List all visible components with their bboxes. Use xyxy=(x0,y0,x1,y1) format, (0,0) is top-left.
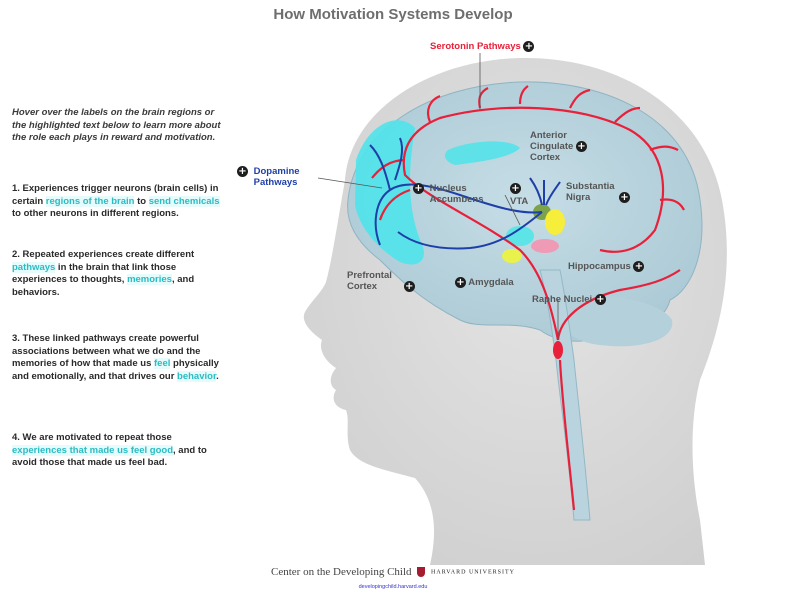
raphe-region xyxy=(553,341,563,359)
label-substantia-nigra[interactable]: Substantia Nigra + xyxy=(566,181,630,203)
footer-harvard-name: HARVARD UNIVERSITY xyxy=(431,569,515,575)
harvard-crest-icon xyxy=(417,567,425,577)
link-experiences-that-made-us-feel-good[interactable]: experiences that made us feel good xyxy=(12,445,173,456)
link-behavior[interactable]: behavior xyxy=(177,371,216,382)
substantia-region xyxy=(545,209,565,235)
label-hippocampus-text: Hippocampus xyxy=(568,261,631,272)
link-memories[interactable]: memories xyxy=(127,274,172,285)
label-anterior-text-2: Cingulate xyxy=(530,141,573,152)
label-nucleus-text-2: Accumbens xyxy=(430,194,484,205)
label-anterior-text-1: Anterior xyxy=(530,130,587,141)
label-anterior-text-3: Cortex xyxy=(530,152,587,163)
footer-url-link[interactable]: developingchild.harvard.edu xyxy=(0,584,786,590)
plus-icon[interactable]: + xyxy=(576,141,587,152)
plus-icon[interactable]: + xyxy=(595,294,606,305)
label-vta[interactable]: + VTA xyxy=(510,183,528,207)
footer: Center on the Developing Child HARVARD U… xyxy=(0,566,786,578)
link-regions-of-the-brain[interactable]: regions of the brain xyxy=(46,196,135,207)
plus-icon[interactable]: + xyxy=(237,166,248,177)
step-4-text-a: 4. We are motivated to repeat those xyxy=(12,432,172,443)
step-3: 3. These linked pathways create powerful… xyxy=(12,333,224,383)
label-vta-text: VTA xyxy=(510,196,528,207)
step-1-text-c: to other neurons in different regions. xyxy=(12,208,179,219)
label-hippocampus[interactable]: Hippocampus + xyxy=(568,261,644,272)
link-send-chemicals[interactable]: send chemicals xyxy=(149,196,220,207)
label-prefrontal-text-2: Cortex xyxy=(347,281,377,292)
plus-icon[interactable]: + xyxy=(619,192,630,203)
hippocampus-region xyxy=(531,239,559,253)
label-anterior-cingulate-cortex[interactable]: Anterior Cingulate + Cortex xyxy=(530,130,587,163)
label-raphe-text: Raphe Nuclei xyxy=(532,294,592,305)
step-4: 4. We are motivated to repeat those expe… xyxy=(12,432,224,470)
label-serotonin-text: Serotonin Pathways xyxy=(430,41,521,52)
plus-icon[interactable]: + xyxy=(455,277,466,288)
plus-icon[interactable]: + xyxy=(404,281,415,292)
step-3-text-c: . xyxy=(216,371,219,382)
link-pathways[interactable]: pathways xyxy=(12,262,55,273)
label-substantia-text-1: Substantia xyxy=(566,181,630,192)
plus-icon[interactable]: + xyxy=(523,41,534,52)
plus-icon[interactable]: + xyxy=(510,183,521,194)
step-2: 2. Repeated experiences create different… xyxy=(12,249,224,299)
label-substantia-text-2: Nigra xyxy=(566,192,590,203)
label-prefrontal-cortex[interactable]: Prefrontal Cortex + xyxy=(347,270,415,292)
amygdala-region xyxy=(502,249,522,263)
label-raphe-nuclei[interactable]: Raphe Nuclei + xyxy=(532,294,606,305)
step-2-text-a: 2. Repeated experiences create different xyxy=(12,249,194,260)
plus-icon[interactable]: + xyxy=(413,183,424,194)
label-dopamine-pathways[interactable]: + Dopamine Pathways xyxy=(237,166,300,188)
plus-icon[interactable]: + xyxy=(633,261,644,272)
link-feel[interactable]: feel xyxy=(154,358,170,369)
label-amygdala-text: Amygdala xyxy=(468,277,513,288)
step-1: 1. Experiences trigger neurons (brain ce… xyxy=(12,183,224,221)
label-dopamine-text-2: Pathways xyxy=(254,177,300,188)
label-nucleus-text-1: Nucleus xyxy=(430,183,484,194)
label-amygdala[interactable]: + Amygdala xyxy=(455,277,514,288)
step-1-text-b: to xyxy=(134,196,148,207)
label-dopamine-text-1: Dopamine xyxy=(254,166,300,177)
instructions-text: Hover over the labels on the brain regio… xyxy=(12,107,222,145)
label-nucleus-accumbens[interactable]: + Nucleus Accumbens xyxy=(413,183,484,205)
footer-center-name: Center on the Developing Child xyxy=(271,566,412,578)
label-prefrontal-text-1: Prefrontal xyxy=(347,270,415,281)
label-serotonin-pathways[interactable]: Serotonin Pathways + xyxy=(430,41,534,52)
